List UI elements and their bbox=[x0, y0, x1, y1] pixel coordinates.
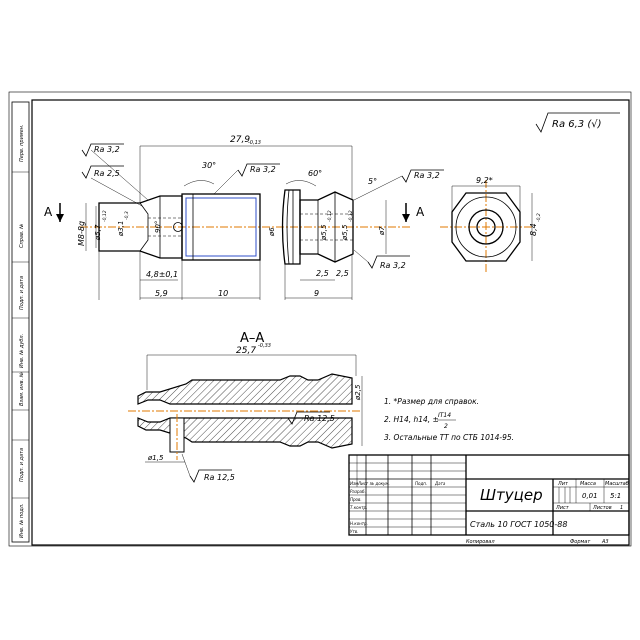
sheet-outer-border bbox=[8, 91, 632, 547]
tb-col-scale: Масштаб bbox=[605, 481, 629, 487]
part-hex-collar bbox=[281, 189, 301, 265]
svg-text:Ra 3,2: Ra 3,2 bbox=[94, 145, 120, 154]
roughness-callout-4: Ra 3,2 bbox=[353, 169, 444, 201]
dim-section-length-tol: -0,33 bbox=[258, 343, 271, 349]
dim-angle-90: 90° bbox=[154, 221, 162, 233]
dim-len-4-8: 4,8±0,1 bbox=[146, 270, 178, 279]
sheet-frame bbox=[31, 99, 630, 546]
tb-sheets: Листов bbox=[592, 505, 612, 511]
dim-angle-5: 5° bbox=[368, 177, 377, 186]
dim-d3-1-tol: -0,3 bbox=[124, 211, 130, 220]
dim-len-5-9: 5,9 bbox=[155, 289, 168, 298]
view-marker-right: A bbox=[416, 205, 425, 219]
section-a-a: А–А 25,7 -0,33 ø2,5 ø1,5 Ra 12,5 Ra 12,5 bbox=[128, 331, 363, 483]
dim-d5-5-a: ø5,5 bbox=[320, 224, 328, 241]
tb-prov: Пров. bbox=[350, 497, 362, 502]
dim-len-2-5-a: 2,5 bbox=[316, 269, 329, 278]
tb-format: Формат bbox=[570, 539, 591, 545]
dim-d6: ø6 bbox=[268, 227, 276, 237]
roughness-callout-1: Ra 3,2 bbox=[81, 143, 149, 201]
side-stamp-text-2: Справ. № bbox=[19, 224, 25, 248]
roughness-callout-5: Ra 3,2 bbox=[353, 249, 410, 270]
svg-text:Ra 3,2: Ra 3,2 bbox=[380, 261, 406, 270]
roughness-callout-7: Ra 12,5 bbox=[181, 453, 235, 483]
side-stamp-text-7: Инв. № подл. bbox=[19, 504, 25, 539]
side-stamp-text-3: Подп. и дата bbox=[19, 276, 25, 310]
tb-col-lit: Лит bbox=[557, 481, 569, 487]
dim-d5-5-b: ø5,5 bbox=[341, 224, 349, 241]
tb-hdr-date: Дата bbox=[434, 481, 446, 486]
tb-col-mass: Масса bbox=[580, 481, 596, 487]
tb-hdr-sign: Подп. bbox=[415, 481, 427, 486]
note-1: 1. *Размер для справок. bbox=[384, 397, 479, 406]
svg-text:Ra 3,2: Ra 3,2 bbox=[250, 165, 276, 174]
roughness-callout-6: Ra 12,5 bbox=[287, 411, 335, 425]
section-upper-wall bbox=[137, 373, 353, 405]
note-2-denominator: 2 bbox=[444, 423, 448, 430]
tb-copied: Копировал bbox=[466, 539, 495, 545]
svg-text:Ra 12,5: Ra 12,5 bbox=[204, 473, 235, 482]
tb-utv: Утв. bbox=[350, 529, 358, 534]
tb-hdr-list: Лист bbox=[357, 481, 369, 486]
dim-d5-5-b-tol: -0,12 bbox=[348, 210, 354, 222]
dim-d5-7-tol: -0,12 bbox=[102, 210, 108, 222]
dim-hex-height-tol: -0,2 bbox=[536, 213, 542, 222]
tb-hdr-docnum: № докум. bbox=[369, 481, 390, 486]
section-lower-wall bbox=[137, 417, 353, 449]
dim-d5-5-a-tol: -0,12 bbox=[327, 210, 333, 222]
tb-sheet: Лист bbox=[555, 505, 570, 511]
dim-section-length: 25,7 bbox=[236, 346, 256, 356]
view-marker-left: A bbox=[44, 205, 53, 219]
part-middle-cylinder bbox=[181, 193, 261, 261]
svg-text:Ra 3,2: Ra 3,2 bbox=[414, 171, 440, 180]
dim-hex-width: 9,2* bbox=[476, 176, 493, 185]
part-right-barb bbox=[299, 191, 354, 263]
dim-angle-30: 30° bbox=[202, 161, 216, 170]
tb-hdr-izm: Изм bbox=[350, 481, 358, 486]
hex-outline bbox=[451, 192, 521, 262]
tb-razrab: Разраб. bbox=[350, 489, 366, 494]
dim-section-d2-5: ø2,5 bbox=[354, 384, 362, 401]
dim-section-d1-5: ø1,5 bbox=[147, 454, 164, 462]
technical-notes: 1. *Размер для справок. 2. H14, h14, ± I… bbox=[384, 397, 514, 442]
roughness-callout-3: Ra 3,2 bbox=[213, 163, 280, 195]
tb-tkontr: Т.контр. bbox=[350, 505, 367, 510]
side-stamp-text-5: Взам. инв. № bbox=[19, 372, 25, 406]
side-stamp-text-6: Подп. и дата bbox=[19, 448, 25, 482]
general-roughness: Ra 6,3 (√) bbox=[535, 112, 620, 133]
dim-d5-7: ø5,7 bbox=[94, 224, 102, 241]
section-title: А–А bbox=[240, 331, 264, 346]
svg-text:Ra 12,5: Ra 12,5 bbox=[304, 414, 335, 423]
side-stamp-text-4: Инв. № дубл. bbox=[19, 334, 25, 368]
dim-total-length-tol: -0,13 bbox=[248, 140, 261, 146]
note-2: 2. H14, h14, ± bbox=[384, 415, 439, 424]
tb-format-value: А3 bbox=[601, 539, 609, 545]
dim-hex-height: 8,4 bbox=[529, 223, 538, 236]
dim-d7: ø7 bbox=[378, 226, 386, 236]
dim-angle-60: 60° bbox=[308, 169, 322, 178]
main-view: 27,9 -0,13 4,8±0,1 5,9 10 9 2,5 2,5 M8-8… bbox=[44, 135, 444, 300]
tb-nkontr: Н.контр. bbox=[350, 521, 368, 526]
dim-total-length: 27,9 bbox=[230, 135, 250, 145]
side-stamp: Перв. примен. Справ. № Подп. и дата Инв.… bbox=[11, 101, 30, 543]
note-3: 3. Остальные ТТ по СТБ 1014-95. bbox=[384, 433, 514, 442]
dim-len-10: 10 bbox=[218, 289, 228, 298]
general-roughness-label: Ra 6,3 (√) bbox=[552, 119, 602, 130]
tb-material: Сталь 10 ГОСТ 1050-88 bbox=[470, 520, 567, 529]
roughness-callout-2: Ra 2,5 bbox=[81, 165, 143, 207]
tb-scale-value: 5:1 bbox=[610, 492, 621, 500]
tb-mass-value: 0,01 bbox=[582, 492, 598, 500]
dim-len-2-5-b: 2,5 bbox=[336, 269, 349, 278]
title-block: Изм Лист № докум. Подп. Дата Разраб. Про… bbox=[348, 454, 630, 545]
note-2-numerator: IT14 bbox=[438, 412, 451, 419]
tb-part-name: Штуцер bbox=[480, 486, 543, 504]
dim-thread: M8-8g bbox=[77, 221, 86, 246]
dim-d3-1: ø3,1 bbox=[117, 221, 125, 237]
dim-len-9: 9 bbox=[314, 289, 319, 298]
svg-text:Ra 2,5: Ra 2,5 bbox=[94, 169, 120, 178]
side-stamp-text-1: Перв. примен. bbox=[19, 124, 25, 162]
tb-sheets-value: 1 bbox=[620, 505, 623, 511]
end-view-hex: 9,2* 8,4 -0,2 bbox=[440, 176, 542, 274]
